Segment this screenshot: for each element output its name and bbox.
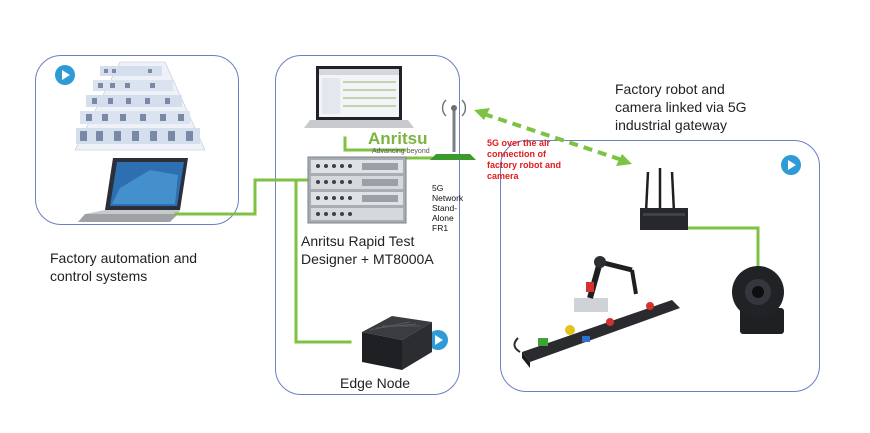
- right-caption-line: Factory robot and: [615, 81, 725, 97]
- antenna-icon: [430, 99, 476, 160]
- brand-name: Anritsu: [368, 129, 428, 148]
- left-caption: Factory automation and control systems: [50, 249, 197, 285]
- ota-label: 5G over the air connection of factory ro…: [487, 138, 561, 182]
- pyramid-diagram-icon: [74, 61, 206, 151]
- instrument-icon: [307, 156, 407, 224]
- network-label: 5G Network Stand- Alone FR1: [432, 183, 463, 233]
- brand-tagline: Advancing beyond: [372, 148, 430, 155]
- left-caption-line: control systems: [50, 268, 148, 284]
- conveyor-icon: [513, 300, 680, 368]
- network-label-line: Alone: [432, 213, 454, 223]
- ota-label-line: connection of: [487, 149, 546, 159]
- network-label-line: 5G: [432, 183, 444, 193]
- ota-label-line: camera: [487, 171, 519, 181]
- gateway-icon: [640, 168, 688, 230]
- camera-icon: [732, 266, 784, 334]
- left-caption-line: Factory automation and: [50, 250, 198, 266]
- edge-node-icon: [362, 316, 432, 370]
- right-caption: Factory robot and camera linked via 5G i…: [615, 80, 747, 134]
- middle-caption: Anritsu Rapid Test Designer + MT8000A: [301, 232, 434, 268]
- edge-caption: Edge Node: [340, 375, 411, 391]
- network-label-line: Stand-: [432, 203, 458, 213]
- robot-arm-icon: [574, 256, 638, 312]
- network-label-line: FR1: [432, 223, 449, 233]
- network-label-line: Network: [432, 193, 464, 203]
- ota-label-line: 5G over the air: [487, 138, 551, 148]
- ota-label-line: factory robot and: [487, 160, 562, 170]
- right-caption-line: camera linked via 5G: [615, 99, 747, 115]
- laptop-icon: [78, 158, 188, 222]
- laptop-icon: [304, 66, 414, 128]
- middle-caption-line: Anritsu Rapid Test: [301, 233, 415, 249]
- middle-caption-line: Designer + MT8000A: [301, 251, 434, 267]
- right-caption-line: industrial gateway: [615, 117, 728, 133]
